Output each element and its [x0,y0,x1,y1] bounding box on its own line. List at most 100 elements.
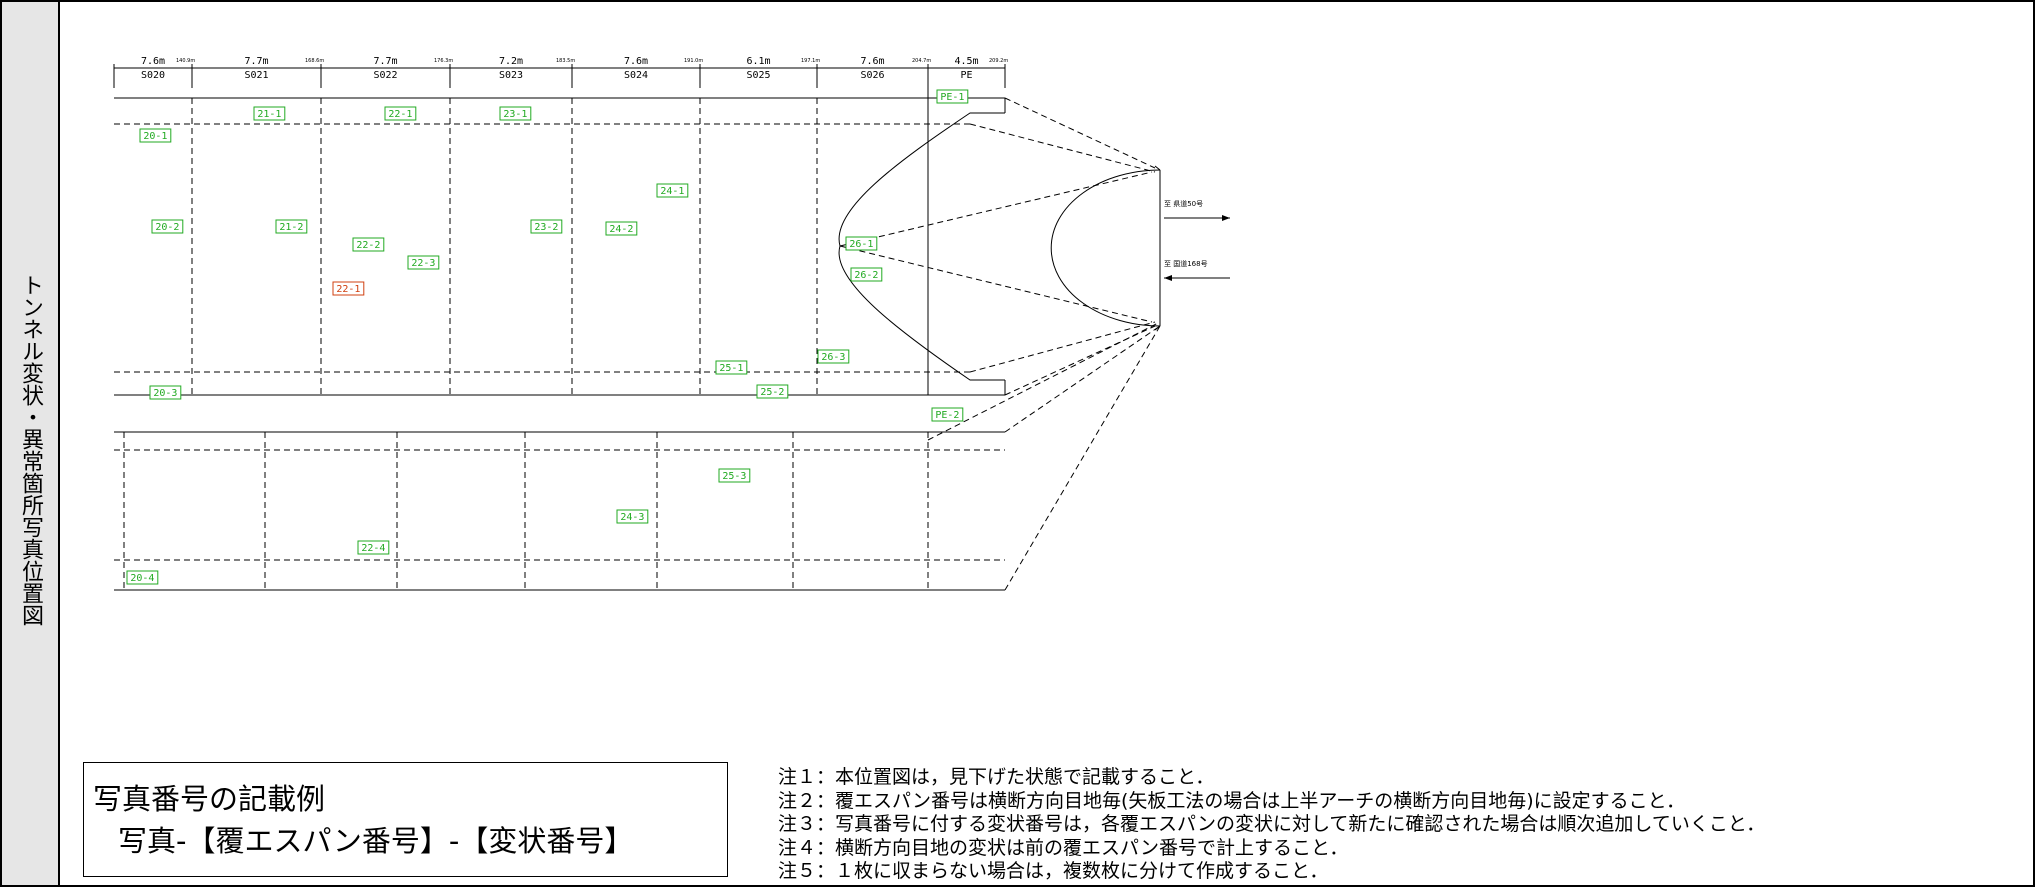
photo-tag-label: 22-4 [361,543,385,554]
chainage-mark: 168.6m [305,58,324,64]
span-id: PE [960,70,972,81]
photo-tag-label: 22-3 [411,258,435,269]
chainage-mark: 183.5m [556,58,575,64]
photo-tag-label: 20-1 [143,131,167,142]
photo-tag-box [715,360,748,375]
projection-guide [969,123,1156,173]
photo-tag-box [605,221,638,236]
span-length: 7.7m [244,56,268,67]
span-id: S023 [499,70,523,81]
projection-guide [969,321,1156,373]
span-id: S025 [746,70,770,81]
projection-guide [1004,325,1161,591]
projection-guide [927,321,1161,441]
diagram-linework [113,64,1161,591]
photo-tag-box [530,219,563,234]
photo-tag-box [151,219,184,234]
photo-tag-box [817,349,850,364]
span-length: 7.7m [373,56,397,67]
photo-tag-label: PE-1 [940,92,964,103]
photo-tag-box [384,106,417,121]
photo-tag-box [357,540,390,555]
span-length: 7.6m [624,56,648,67]
photo-tag-label: 22-1 [336,284,360,295]
photo-tag-label: 23-1 [503,109,527,120]
arrow-left-icon [1164,275,1172,281]
legend-box [83,762,728,877]
photo-tag-box [616,509,649,524]
side-title-strip: トンネル変状・異常箇所写真位置図 [0,0,60,887]
cross-section-tick [1154,165,1161,171]
photo-tag-box [275,219,308,234]
cross-section-arc [1050,169,1161,327]
chainage-mark: 209.2m [989,58,1008,64]
projection-guide [1004,325,1156,396]
legend-example: 写真-【覆エスパン番号】-【変状番号】 [118,824,634,858]
note-1: 注１：本位置図は，見下げた状態で記載すること． [778,766,1215,788]
photo-tag-label: 26-2 [854,270,878,281]
side-title: トンネル変状・異常箇所写真位置図 [18,274,43,626]
span-length: 7.6m [141,56,165,67]
chainage-mark: 191.0m [684,58,703,64]
photo-tag-label: 25-1 [719,363,743,374]
photo-tag-label: 20-4 [130,573,154,584]
photo-tag-box [499,106,532,121]
photo-tag-box [845,236,878,251]
photo-tag-label: 26-1 [849,239,873,250]
arrow-right-icon [1222,215,1230,221]
photo-tag-box [126,570,159,585]
photo-tag-label: 24-1 [660,186,684,197]
photo-tag-label: 26-3 [821,352,845,363]
note-2: 注２：覆エスパン番号は横断方向目地毎(矢板工法の場合は上半アーチの横断方向目地毎… [778,789,1686,812]
span-id: S021 [244,70,268,81]
photo-tag-label: 23-2 [534,222,558,233]
note-3: 注３：写真番号に付する変状番号は，各覆エスパンの変状に対して新たに確認された場合… [778,813,1766,835]
photo-tag-label: 24-3 [620,512,644,523]
span-id: S020 [141,70,165,81]
photo-tag-box [139,128,172,143]
chainage-mark: 140.9m [176,58,195,64]
photo-tag-label: 24-2 [609,224,633,235]
projection-guide [1004,325,1161,433]
photo-tag-box [332,281,365,296]
photo-tag-label: 25-3 [722,471,746,482]
photo-tag-box [756,384,789,399]
note-5: 注５：１枚に収まらない場合は，複数枚に分けて作成すること． [778,860,1329,882]
photo-tag-label: 21-2 [279,222,303,233]
photo-tag-box [352,237,385,252]
span-length: 7.2m [499,56,523,67]
chainage-mark: 176.3m [434,58,453,64]
photo-tag-box [149,385,182,400]
note-4: 注４：横断方向目地の変状は前の覆エスパン番号で計上すること． [778,836,1349,859]
photo-tag-box [253,106,286,121]
photo-tag-box [850,267,883,282]
span-length: 4.5m [954,56,978,67]
photo-tag-box [656,183,689,198]
span-id: S024 [624,70,648,81]
photo-tag-label: 25-2 [760,387,784,398]
photo-tag-box [407,255,440,270]
photo-tags: PE-1 21-1 22-1 23-1 20-1 24-1 20-2 21-2 23-2 24-2… [126,89,969,585]
legend-title: 写真番号の記載例 [93,782,326,816]
span-id: S026 [860,70,884,81]
photo-tag-label: 22-2 [356,240,380,251]
photo-tag-box [718,468,751,483]
notes-block: 注１：本位置図は，見下げた状態で記載すること． 注２：覆エスパン番号は横断方向目… [778,766,1765,884]
photo-tag-label: 20-2 [155,222,179,233]
photo-tag-label: PE-2 [935,410,959,421]
photo-tag-label: 20-3 [153,388,177,399]
span-id: S022 [373,70,397,81]
direction-label: 至 県道50号 [1164,199,1203,208]
photo-tag-label: 21-1 [257,109,281,120]
projection-guide [1004,97,1156,169]
direction-label: 至 国道168号 [1164,259,1208,268]
photo-tag-box [931,407,964,422]
projection-guide [839,171,1153,247]
chainage-mark: 197.1m [801,58,820,64]
photo-tag-label: 22-1 [388,109,412,120]
photo-tag-box [936,89,969,104]
